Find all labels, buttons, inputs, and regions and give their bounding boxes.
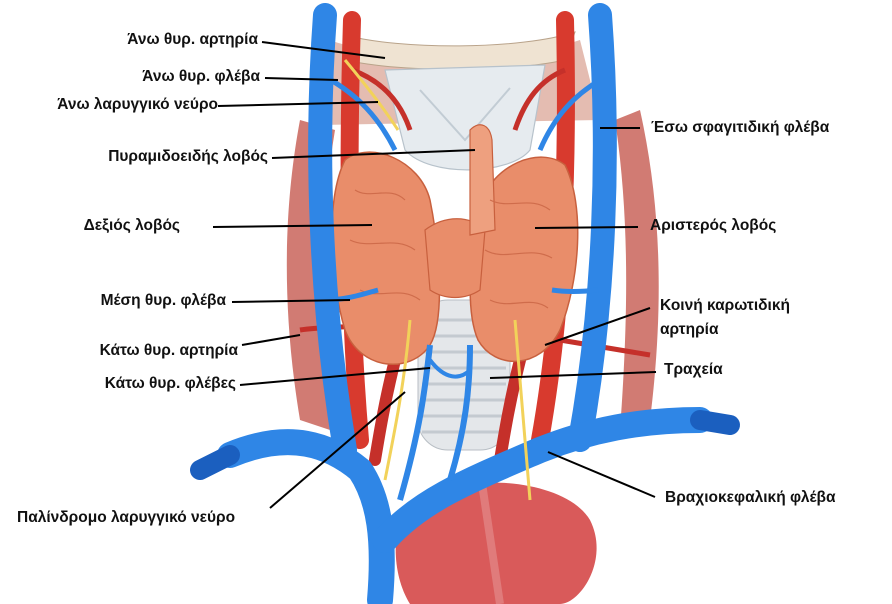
label-pyramidal-lobe: Πυραμιδοειδής λοβός bbox=[108, 148, 268, 166]
leader-left-lobe bbox=[535, 227, 638, 228]
label-superior-laryngeal-nerve: Άνω λαρυγγικό νεύρο bbox=[57, 96, 218, 114]
label-superior-thyroid-vein: Άνω θυρ. φλέβα bbox=[142, 68, 260, 86]
label-recurrent-laryngeal-nerve: Παλίνδρομο λαρυγγικό νεύρο bbox=[17, 509, 235, 527]
label-common-carotid-artery-line1: Κοινή καρωτιδική bbox=[660, 297, 790, 315]
label-left-lobe: Αριστερός λοβός bbox=[650, 217, 776, 235]
label-right-lobe: Δεξιός λοβός bbox=[84, 217, 180, 235]
label-internal-jugular-vein: Έσω σφαγιτιδική φλέβα bbox=[651, 119, 829, 137]
label-common-carotid-artery-line2: αρτηρία bbox=[660, 321, 719, 339]
label-inferior-thyroid-artery: Κάτω θυρ. αρτηρία bbox=[100, 342, 238, 360]
label-middle-thyroid-vein: Μέση θυρ. φλέβα bbox=[101, 292, 226, 310]
label-brachiocephalic-vein: Βραχιοκεφαλική φλέβα bbox=[665, 489, 835, 507]
label-superior-thyroid-artery: Άνω θυρ. αρτηρία bbox=[127, 31, 258, 49]
leader-brachiocephalic-vein bbox=[548, 452, 655, 497]
label-inferior-thyroid-veins: Κάτω θυρ. φλέβες bbox=[105, 375, 236, 393]
label-trachea: Τραχεία bbox=[664, 361, 723, 379]
